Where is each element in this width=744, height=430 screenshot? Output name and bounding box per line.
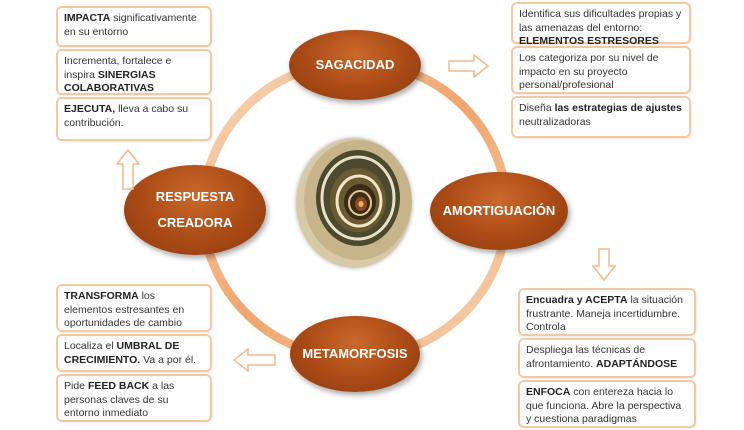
arrow-right-icon — [448, 54, 490, 78]
box-pide-bold: FEED BACK — [87, 380, 150, 392]
box-impacta-bold: IMPACTA — [64, 12, 111, 24]
box-disena-bold: las estrategias de ajustes — [554, 102, 682, 114]
box-despliega: Despliega las técnicas de afrontamiento.… — [518, 338, 696, 378]
box-categoriza: Los categoriza por su nivel de impacto e… — [511, 46, 691, 94]
node-amortiguacion-label: AMORTIGUACIÓN — [442, 203, 556, 218]
box-transforma-bold: TRANSFORMA — [64, 290, 139, 302]
box-enfoca-bold: ENFOCA — [526, 386, 571, 398]
box-ejecuta-bold: EJECUTA, — [64, 103, 116, 115]
box-identifica: Identifica sus dificultades propias y la… — [511, 2, 691, 47]
node-respuesta-creadora: RESPUESTA CREADORA — [124, 165, 266, 255]
box-pide-text: Pide — [64, 380, 88, 392]
box-identifica-bold: ELEMENTOS ESTRESORES — [519, 35, 659, 47]
arrow-left-icon — [232, 348, 276, 372]
box-encuadra: Encuadra y ACEPTA la situación frustrant… — [518, 288, 696, 336]
box-incrementa: Incrementa, fortalece e inspira SINERGIA… — [56, 49, 212, 95]
arrow-up-icon — [116, 148, 140, 190]
box-categoriza-text: Los categoriza por su nivel de impacto e… — [519, 52, 659, 91]
box-localiza: Localiza el UMBRAL DE CRECIMIENTO. Va a … — [56, 334, 212, 372]
node-sagacidad: SAGACIDAD — [289, 30, 421, 100]
node-amortiguacion: AMORTIGUACIÓN — [430, 172, 568, 250]
node-metamorfosis-label: METAMORFOSIS — [302, 346, 408, 361]
box-ejecuta: EJECUTA, lleva a cabo su contribución. — [56, 97, 212, 141]
box-encuadra-bold: Encuadra y ACEPTA — [526, 294, 628, 306]
box-disena: Diseña las estrategias de ajustes neutra… — [511, 96, 691, 138]
node-sagacidad-label: SAGACIDAD — [315, 57, 395, 72]
box-disena-text: Diseña — [519, 102, 555, 114]
box-enfoca: ENFOCA con entereza hacia lo que funcion… — [518, 380, 696, 428]
arrow-down-icon — [592, 248, 616, 282]
box-localiza-bold: UMBRAL DE CRECIMIENTO. — [64, 340, 180, 366]
box-despliega-bold: ADAPTÁNDOSE — [596, 357, 678, 370]
node-respuesta-label: RESPUESTA — [155, 189, 235, 204]
box-ejecuta-text: lleva a cabo su contribución. — [64, 103, 189, 129]
box-transforma: TRANSFORMA los elementos estresantes en … — [56, 284, 212, 332]
box-enfoca-text: con entereza hacia lo que funciona. Abre… — [526, 386, 682, 425]
box-incrementa-bold: SINERGIAS COLABORATIVAS — [64, 68, 156, 95]
box-localiza-text2: Va a por él. — [140, 353, 197, 366]
box-despliega-text: Despliega las técnicas de afrontamiento. — [526, 344, 646, 370]
box-incrementa-text: Incrementa, fortalece e inspira — [64, 55, 172, 81]
spiral-staircase-image — [296, 138, 412, 268]
node-metamorfosis: METAMORFOSIS — [290, 316, 420, 392]
box-encuadra-text: la situación frustrante. Maneja incertid… — [526, 294, 683, 333]
box-transforma-text: los elementos estresantes en oportunidad… — [64, 290, 185, 329]
box-pide-text2: a las personas claves de su entorno inme… — [64, 380, 175, 419]
box-disena-text2: neutralizadoras — [519, 115, 591, 128]
node-creadora-label: CREADORA — [157, 215, 233, 230]
box-impacta: IMPACTA significativamente en su entorno — [56, 6, 212, 47]
box-impacta-text: significativamente en su entorno — [64, 12, 197, 38]
box-pide-feedback: Pide FEED BACK a las personas claves de … — [56, 374, 212, 422]
box-identifica-text: Identifica sus dificultades propias y la… — [519, 8, 682, 34]
box-localiza-text: Localiza el — [64, 340, 117, 352]
